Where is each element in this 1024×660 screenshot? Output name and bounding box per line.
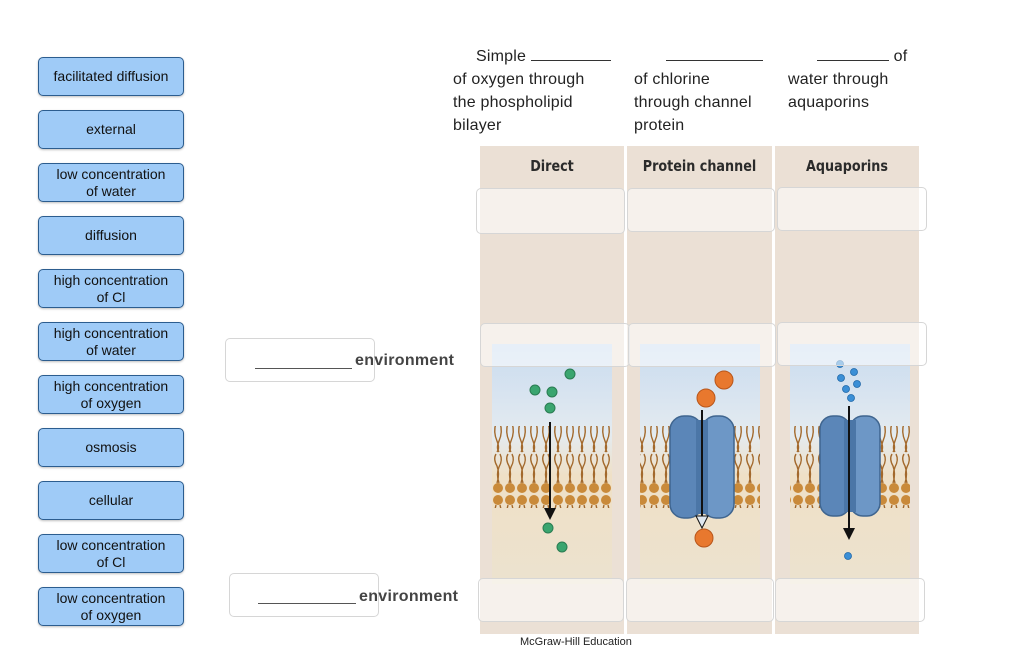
caption-col3-line1: of [817,45,907,68]
drop-zone-direct-process[interactable] [476,188,625,234]
drop-zone-aquaporin-top[interactable] [777,322,927,366]
aquaporin-arrow-head-icon [843,528,855,540]
oxygen-molecules [529,368,576,553]
aquaporin-protein [819,415,881,517]
caption-col2-blank [666,45,763,68]
label-low-concentration-cl[interactable]: low concentration of Cl [38,534,184,573]
environment-blank-top [255,368,352,369]
caption-col1-line4: bilayer [453,117,502,134]
caption-col1-line1: Simple [476,45,611,68]
caption-col2-line3: through channel [634,94,752,111]
chloride-ions [694,370,734,548]
membrane-illustration [492,344,910,584]
channel-arrow-head-icon [695,515,709,530]
label-low-concentration-water[interactable]: low concentration of water [38,163,184,202]
publisher-credit: McGraw-Hill Education [520,636,632,648]
label-diffusion[interactable]: diffusion [38,216,184,255]
drop-zone-aquaporin-bottom[interactable] [775,578,925,622]
environment-label-bottom: environment [359,588,459,605]
label-high-concentration-oxygen[interactable]: high concentration of oxygen [38,375,184,414]
direct-arrow-head-icon [544,508,556,520]
column-header-protein-channel: Protein channel [642,157,757,175]
phospholipid-bilayer-direct [492,426,612,508]
label-low-concentration-oxygen[interactable]: low concentration of oxygen [38,587,184,626]
label-cellular[interactable]: cellular [38,481,184,520]
drop-zone-channel-top[interactable] [628,323,776,367]
caption-col3-line2: water through [788,71,889,88]
environment-label-top: environment [355,352,455,369]
channel-protein [669,415,735,519]
label-osmosis[interactable]: osmosis [38,428,184,467]
column-header-direct: Direct [530,157,574,175]
caption-col2-line2: of chlorine [634,71,711,88]
caption-col3-line3: aquaporins [788,94,870,111]
drop-zone-aquaporin-process[interactable] [777,187,927,231]
drop-zone-top-environment[interactable] [225,338,375,382]
drop-zone-bottom-environment[interactable] [229,573,379,617]
label-high-concentration-water[interactable]: high concentration of water [38,322,184,361]
column-header-aquaporins: Aquaporins [806,157,888,175]
drop-zone-channel-bottom[interactable] [626,578,774,622]
label-external[interactable]: external [38,110,184,149]
drop-zone-direct-bottom[interactable] [478,578,624,622]
drop-zone-direct-top[interactable] [480,323,630,367]
caption-col1-line2: of oxygen through [453,71,585,88]
caption-col2-line4: protein [634,117,685,134]
caption-col1-line3: the phospholipid [453,94,573,111]
label-high-concentration-cl[interactable]: high concentration of Cl [38,269,184,308]
drop-zone-channel-process[interactable] [627,188,775,232]
environment-blank-bottom [258,603,356,604]
label-facilitated-diffusion[interactable]: facilitated diffusion [38,57,184,96]
